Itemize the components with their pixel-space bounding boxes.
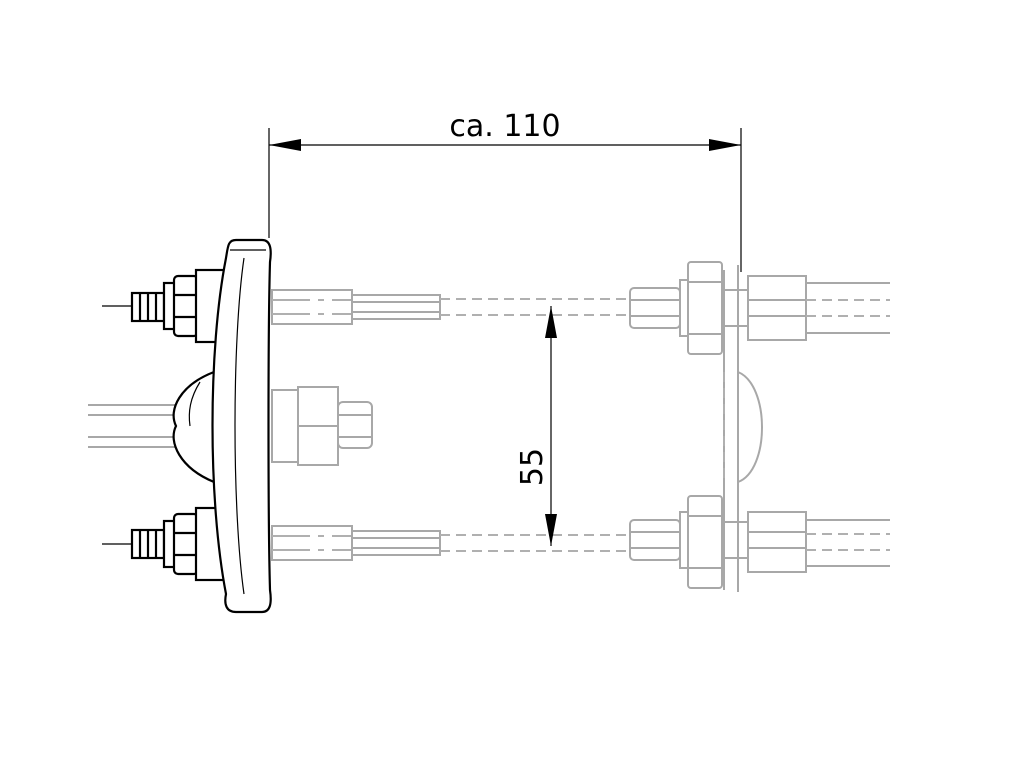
ghost-lower-rod	[271, 525, 630, 561]
lamp-housing	[211, 238, 272, 614]
ghost-lower-fitting	[629, 495, 890, 589]
width-dimension-label: ca. 110	[449, 109, 560, 144]
ghost-central-nut	[271, 386, 373, 466]
dimension-height: 55	[515, 306, 557, 546]
lower-stud	[102, 506, 228, 582]
height-dimension-label: 55	[515, 448, 550, 486]
dimension-width: ca. 110	[268, 109, 742, 272]
ghost-side-plate	[723, 265, 763, 592]
lamp-assembly	[102, 238, 272, 614]
upper-stud	[102, 268, 228, 344]
lamp-dome	[172, 370, 216, 484]
ghost-mounting-assembly	[88, 261, 890, 592]
ghost-central-rod	[88, 404, 180, 448]
ghost-upper-rod	[271, 289, 630, 325]
ghost-upper-fitting	[629, 261, 890, 355]
